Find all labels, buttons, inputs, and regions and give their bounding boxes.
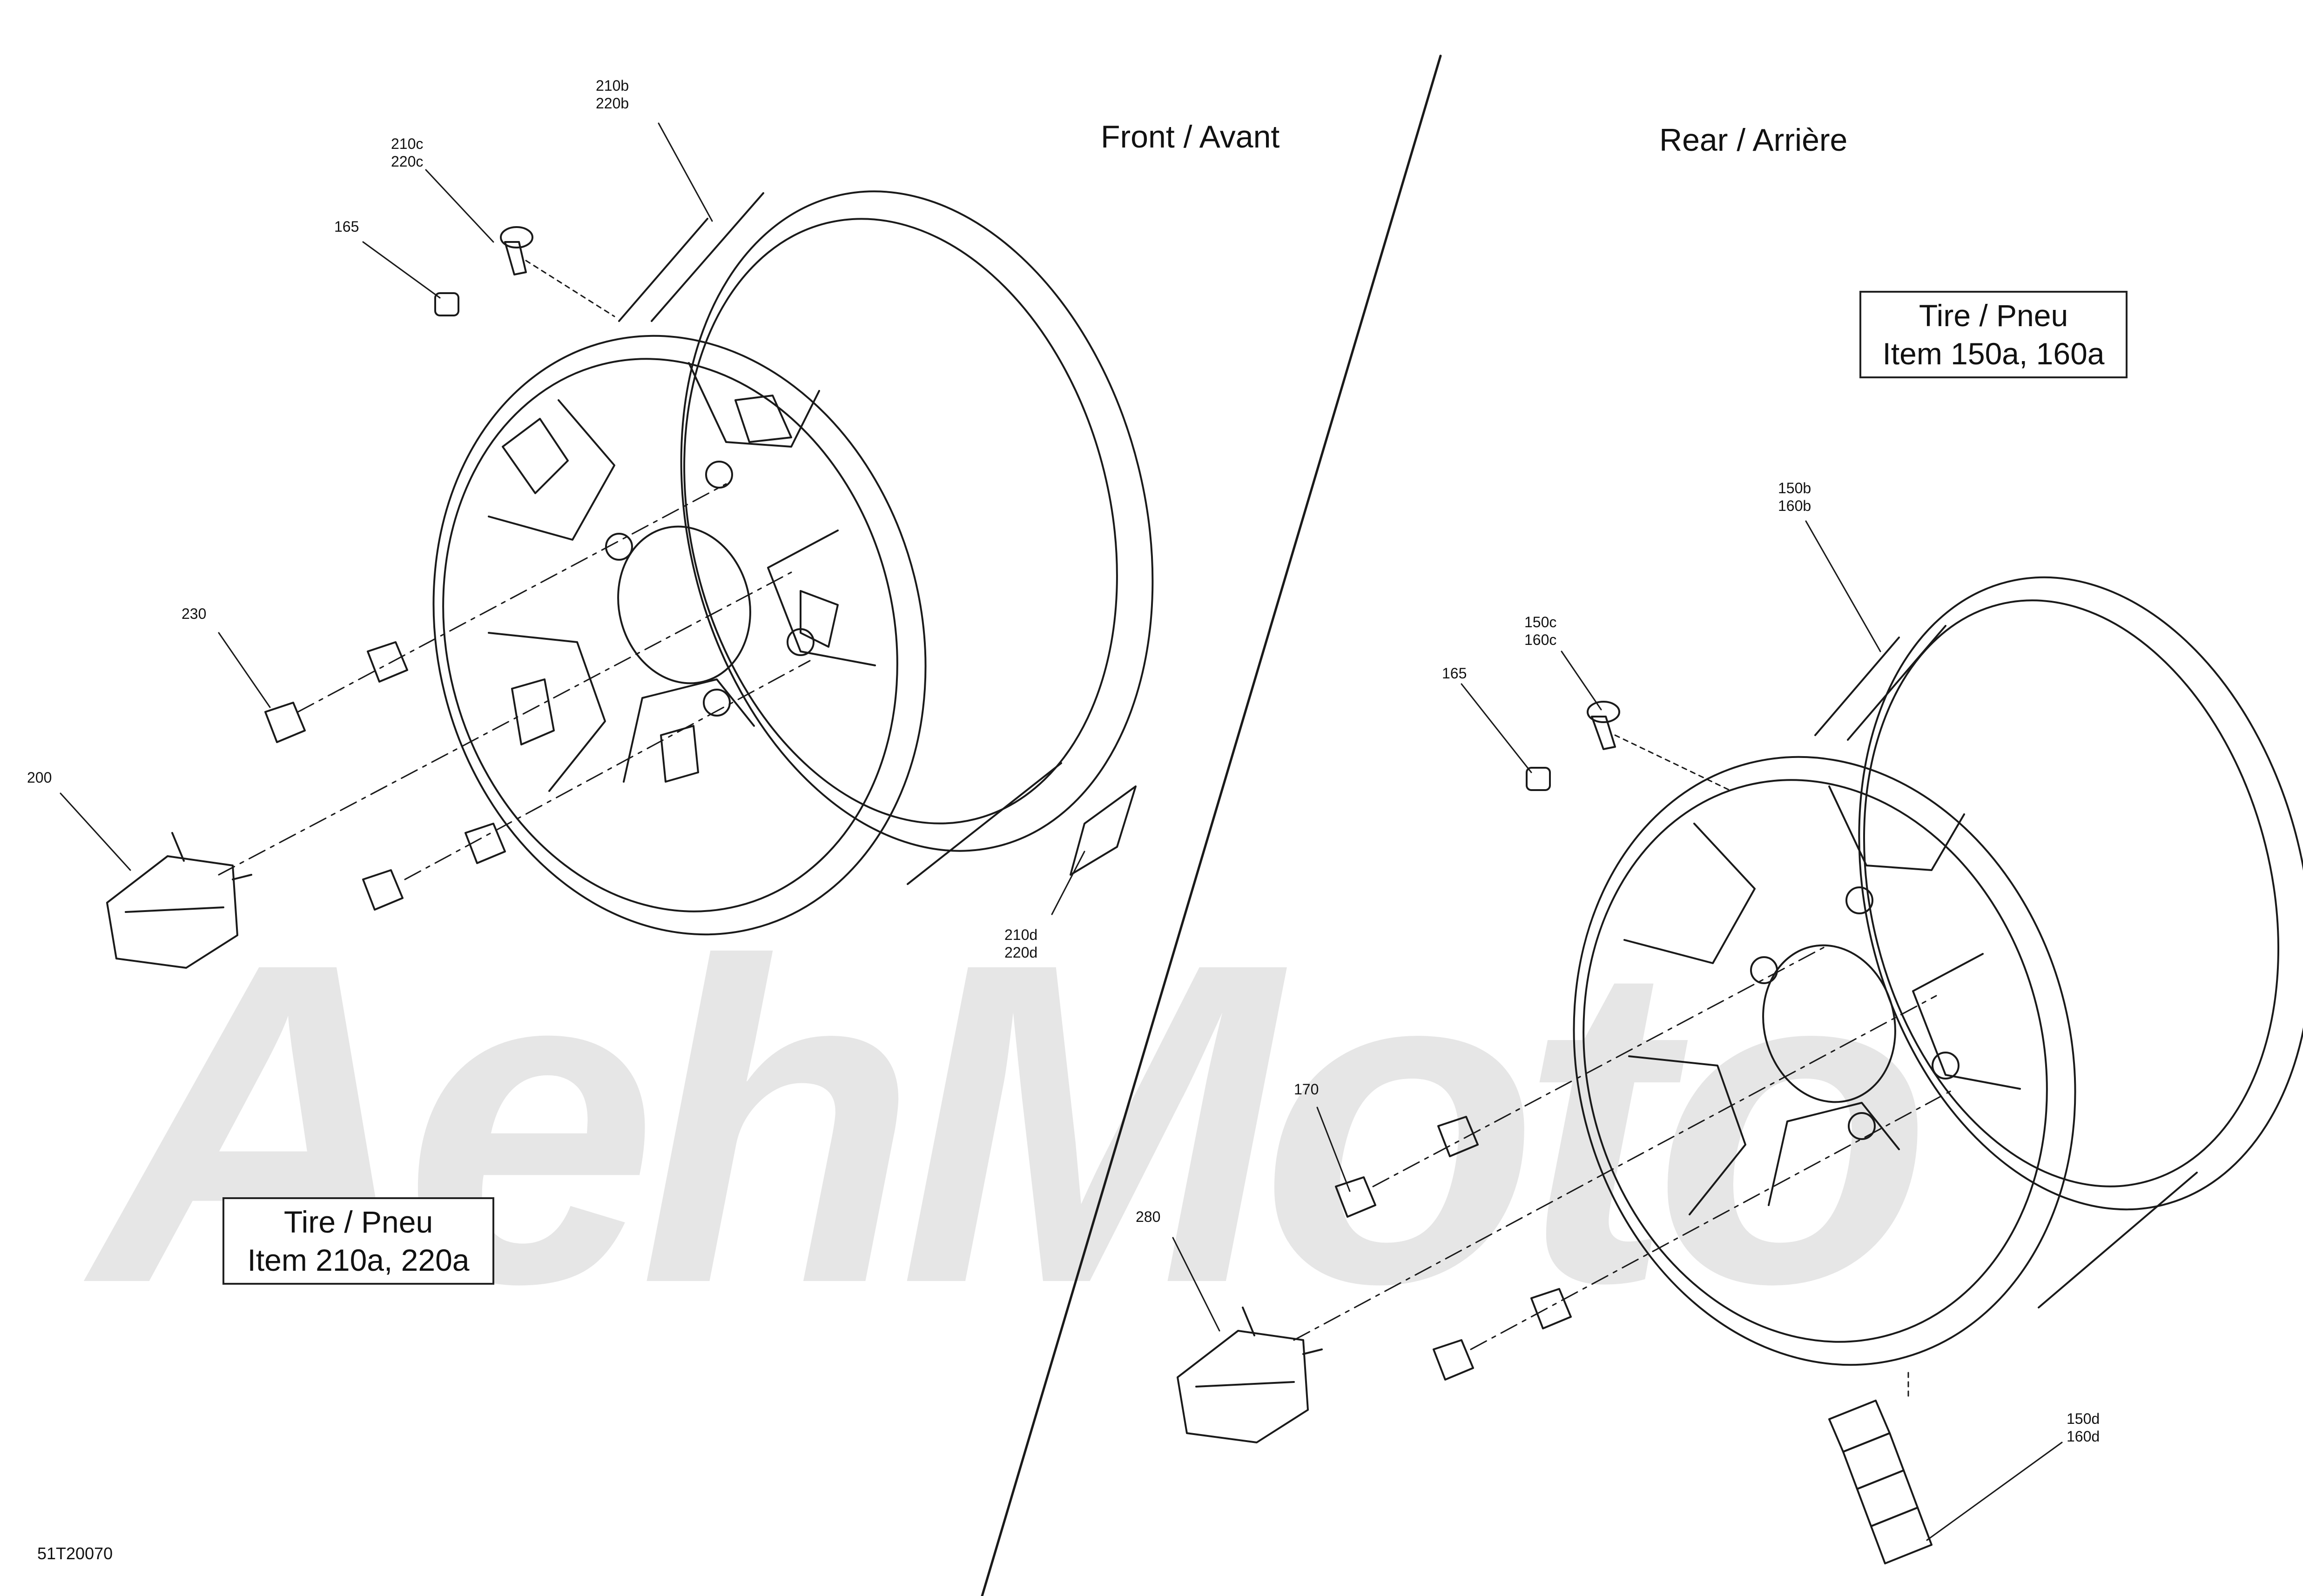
callout-line: 160c (1524, 631, 1557, 648)
rear-lug-nut-callout: 170 (1294, 1080, 1319, 1098)
front-tire-note-line1: Tire / Pneu (283, 1205, 433, 1239)
rear-rim-callout: 150b 160b (1778, 479, 1811, 515)
front-rim-callout: 210b 220b (596, 77, 629, 112)
callout-line: 220b (596, 95, 629, 112)
rear-tire-note-line2: Item 150a, 160a (1882, 336, 2105, 371)
callout-line: 210b (596, 77, 629, 94)
callout-line: 160d (2067, 1428, 2100, 1445)
callout-line: 165 (334, 218, 359, 235)
rear-rim-drawing (1573, 576, 2303, 1366)
rear-hub-cap-drawing (1177, 1307, 1323, 1443)
front-valve-cap-drawing (434, 292, 459, 316)
front-hub-cap-drawing (106, 832, 252, 969)
rear-valve-cap-drawing (1526, 767, 1551, 791)
front-lug-nuts-drawing (264, 641, 506, 911)
rear-hub-cap-callout: 280 (1136, 1208, 1160, 1226)
front-tire-note: Tire / Pneu Item 210a, 220a (222, 1197, 494, 1285)
callout-line: 280 (1136, 1208, 1161, 1225)
callout-line: 210d (1004, 926, 1038, 943)
rear-valve-cap-callout: 165 (1442, 664, 1467, 682)
front-valve-stem-callout: 210c 220c (391, 135, 423, 170)
front-wheel-weight-drawing (1070, 785, 1137, 876)
front-valve-stem-drawing (500, 226, 533, 275)
front-lug-nut-callout: 230 (182, 605, 206, 623)
rear-lug-nuts-drawing (1335, 1116, 1572, 1381)
callout-line: 220c (391, 153, 424, 170)
rear-valve-stem-callout: 150c 160c (1524, 613, 1556, 649)
rear-wheel-weight-drawing (1828, 1400, 1933, 1564)
section-divider (981, 54, 1442, 1596)
front-hub-cap-callout: 200 (27, 769, 52, 786)
callout-line: 150d (2067, 1410, 2100, 1427)
rear-wheel-weight-callout: 150d 160d (2067, 1410, 2100, 1445)
callout-line: 210c (391, 135, 424, 152)
callout-line: 200 (27, 769, 52, 786)
callout-line: 230 (182, 605, 207, 622)
front-section-heading: Front / Avant (1101, 119, 1280, 154)
rear-tire-note-line1: Tire / Pneu (1919, 298, 2068, 333)
callout-line: 170 (1294, 1081, 1319, 1098)
drawing-code: 51T20070 (37, 1544, 113, 1563)
front-wheel-weight-callout: 210d 220d (1004, 926, 1037, 961)
front-rim-drawing (432, 190, 1154, 936)
callout-line: 150c (1524, 614, 1557, 630)
callout-line: 165 (1442, 665, 1467, 682)
rear-tire-note: Tire / Pneu Item 150a, 160a (1859, 291, 2128, 378)
rear-section-heading: Rear / Arrière (1659, 122, 1848, 158)
front-valve-cap-callout: 165 (334, 218, 359, 235)
callout-line: 150b (1778, 480, 1811, 496)
callout-line: 160b (1778, 497, 1811, 514)
front-tire-note-line2: Item 210a, 220a (247, 1243, 470, 1277)
rear-valve-stem-drawing (1587, 701, 1620, 750)
watermark-logo: AehMoto (93, 868, 1932, 1378)
callout-line: 220d (1004, 944, 1038, 961)
